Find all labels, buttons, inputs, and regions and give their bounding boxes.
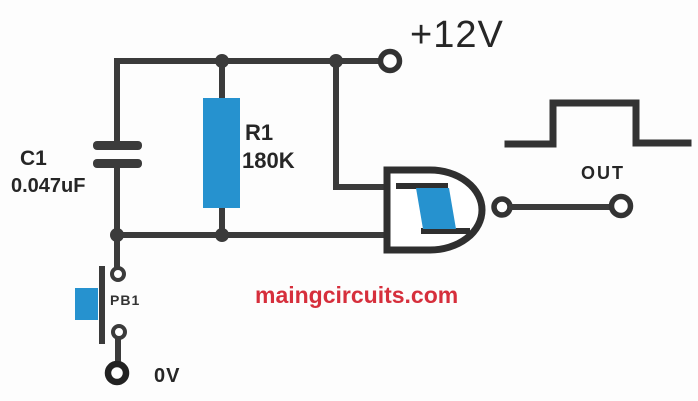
capacitor-value-label: 0.047uF [11,175,86,197]
supply-terminal-icon [377,48,403,74]
hysteresis-symbol [416,188,456,229]
resistor-ref-label: R1 [245,120,274,145]
pulse-waveform-icon [504,99,692,148]
resistor-value-label: 180K [242,148,295,173]
output-label: OUT [581,163,625,183]
capacitor-bottom-plate [93,159,142,168]
pushbutton-actuator [75,288,98,320]
supply-rail-wire [114,58,382,145]
supply-voltage-label: +12V [410,14,504,56]
gate-upper-input-wire [333,58,390,190]
pushbutton-upper-contact [110,266,126,282]
pushbutton-ref-label: PB1 [110,292,141,308]
junction-dot [329,54,343,68]
output-terminal-icon [608,193,634,219]
junction-dot [215,228,229,242]
junction-dot [215,54,229,68]
capacitor-top-plate [93,141,142,150]
resistor-body [203,98,240,208]
ground-label: 0V [154,365,181,387]
ground-terminal-icon [104,360,130,386]
watermark-text: maingcircuits.com [255,282,459,308]
inverter-bubble-icon [491,196,513,218]
capacitor-ref-label: C1 [20,147,47,170]
